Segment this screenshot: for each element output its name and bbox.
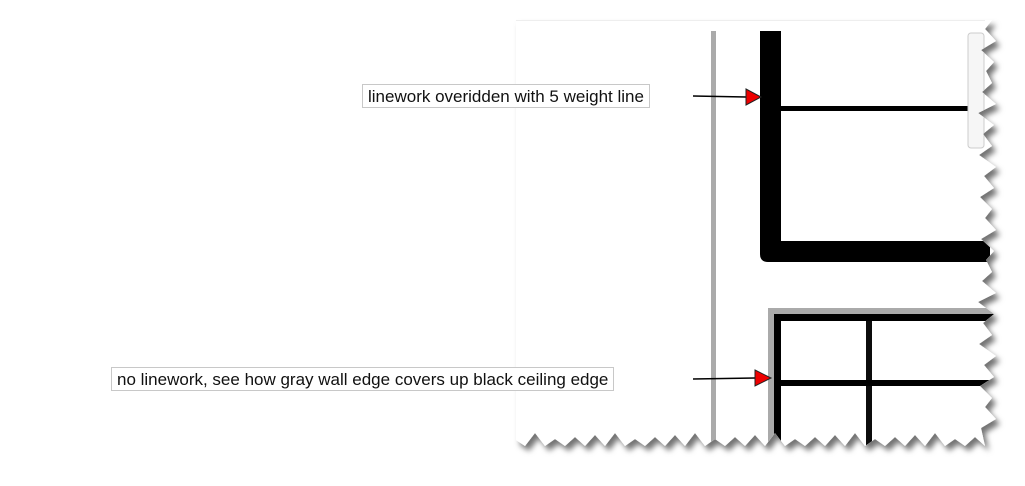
gray-wall-edge-top <box>768 308 996 314</box>
callout-arrow-line-2 <box>692 377 756 380</box>
arrowhead-icon <box>754 369 773 387</box>
arrowhead-icon <box>745 88 763 106</box>
ceiling-grid-horizontal <box>781 380 991 386</box>
callout-label-linework-override: linework overidden with 5 weight line <box>362 84 650 108</box>
ceiling-grid-line <box>781 106 981 111</box>
ceiling-edge-top <box>774 314 996 321</box>
callout-arrow-line-1 <box>692 95 747 98</box>
scrollbar[interactable] <box>967 32 985 149</box>
gray-wall-edge-line <box>711 31 716 446</box>
callout-label-no-linework: no linework, see how gray wall edge cove… <box>111 367 615 391</box>
ceiling-grid-vertical <box>866 321 872 446</box>
torn-paper-panel <box>516 20 996 446</box>
gray-wall-edge-left <box>768 308 774 446</box>
ceiling-edge-left <box>774 314 781 446</box>
